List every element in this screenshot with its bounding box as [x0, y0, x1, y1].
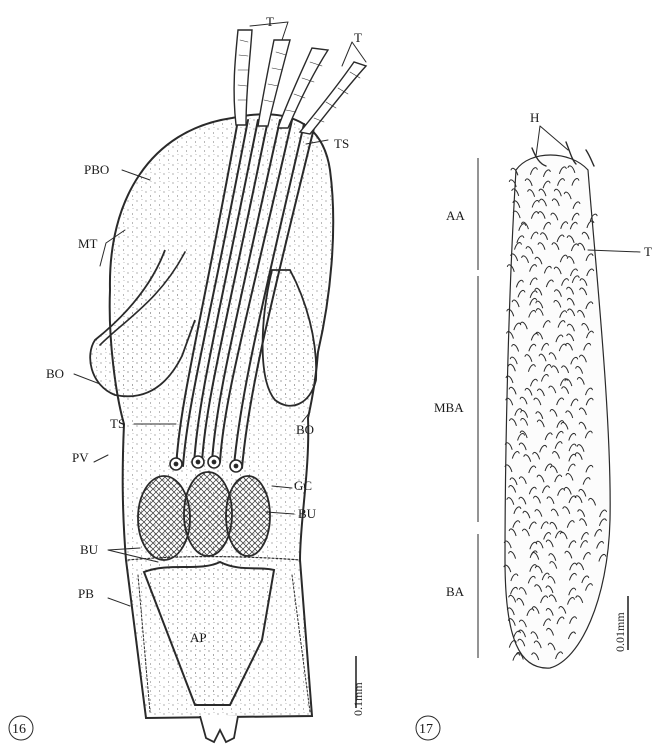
label-gc: GC: [294, 478, 312, 493]
label-bo-right: BO: [296, 422, 314, 437]
label-bu-left: BU: [80, 542, 99, 557]
label-pb: PB: [78, 586, 94, 601]
bulb-1: [138, 476, 190, 560]
bulb-3: [226, 476, 270, 556]
bottom-notch: [200, 716, 238, 742]
figure-number-16: 16: [12, 722, 26, 737]
label-pbo: PBO: [84, 162, 109, 177]
bulbs: [138, 472, 270, 560]
bulb-2: [184, 472, 232, 556]
label-ts-top: TS: [334, 136, 349, 151]
label-ts-mid: TS: [110, 416, 125, 431]
label-ba: BA: [446, 584, 465, 599]
label-ap: AP: [190, 630, 207, 645]
figure-number-17: 17: [419, 722, 433, 737]
label-pv: PV: [72, 450, 89, 465]
label-t-17: T: [644, 244, 652, 259]
label-aa: AA: [446, 208, 465, 223]
label-mt: MT: [78, 236, 98, 251]
label-t-left: T: [266, 14, 274, 29]
scale-label-16: 0.1mm: [351, 682, 365, 716]
hook-spine: [513, 654, 520, 661]
label-h: H: [530, 110, 539, 125]
scale-label-17: 0.01mm: [613, 612, 627, 652]
label-bo-left: BO: [46, 366, 64, 381]
figure-16: T T TS PBO MT BO BO TS PV GC BU BU PB AP…: [9, 14, 366, 742]
figure-17: H T AA MBA BA 0.01mm 17: [416, 110, 652, 740]
label-t-right: T: [354, 30, 362, 45]
label-bu-right: BU: [298, 506, 317, 521]
label-mba: MBA: [434, 400, 464, 415]
